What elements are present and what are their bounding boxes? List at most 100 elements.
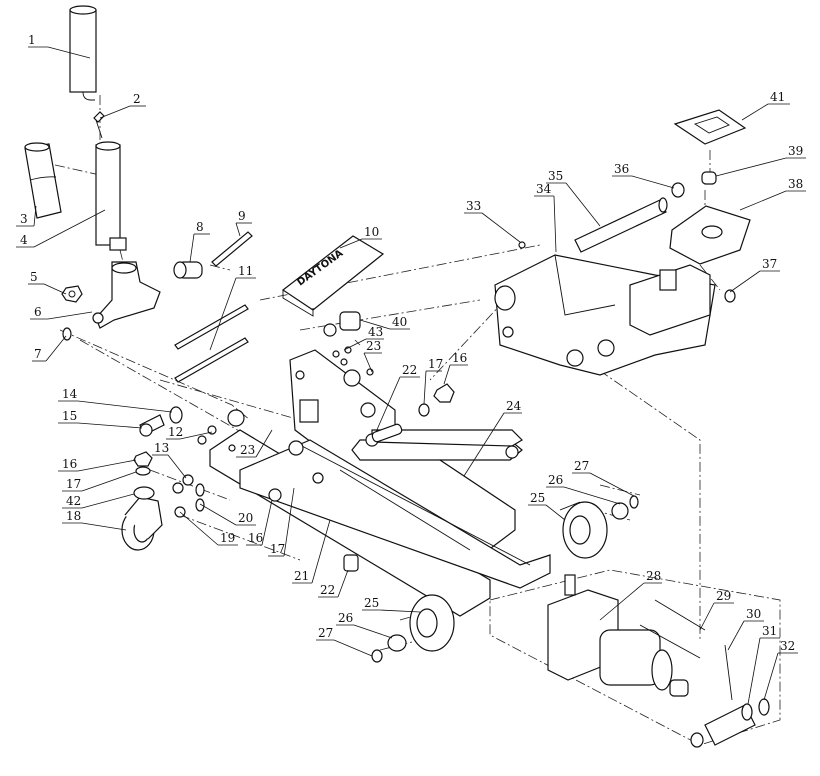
leader-line [261,499,273,546]
part-label-22: 22 [320,583,335,597]
part-label-12: 12 [168,425,183,439]
part-label-17: 17 [66,477,81,491]
leader-line [631,175,675,189]
part-label-29: 29 [716,589,731,603]
leader-line [179,431,213,440]
leader-line [423,370,427,405]
saddle-screw-39 [701,171,717,185]
part-label-42: 42 [66,494,81,508]
part-label-6: 6 [34,305,42,319]
leader-line [375,376,401,433]
leader-line [715,157,787,177]
handle-socket-yoke [92,261,161,329]
pin-22-upper [371,423,403,443]
leader-line [589,472,635,497]
leader-line [339,238,363,249]
leader-line [563,486,621,505]
part-label-28: 28 [646,569,661,583]
leader-line [235,222,241,237]
clip-27-upper [629,495,639,509]
part-label-31: 31 [762,624,777,638]
hydraulic-unit-28 [547,574,689,697]
washer-14 [169,406,183,424]
leader-line [337,569,349,598]
leader-line [47,46,91,59]
part-label-40: 40 [392,315,407,329]
part-label-25: 25 [530,491,545,505]
leader-line [379,609,421,613]
part-label-34: 34 [536,182,552,196]
part-label-10: 10 [364,225,379,239]
frame-body [209,349,551,617]
brand-plate-10: DAYTONA [281,235,385,317]
leader-line [463,412,505,477]
leader-line [443,364,451,385]
leader-line [363,352,373,373]
leader-line [333,639,373,657]
part-label-41: 41 [770,90,785,104]
handle-upper-tube [69,5,97,101]
leader-line [167,454,187,479]
leader-line [81,471,137,492]
pin-22-lower [343,554,359,572]
springs-29 [639,599,706,659]
leader-line [481,212,521,243]
leader-line [699,602,715,631]
handle-lower-tube [95,141,127,251]
leader-line [739,190,787,211]
pin-9 [211,231,253,267]
part-label-36: 36 [614,162,629,176]
part-label-3: 3 [20,212,28,226]
pin-30 [724,644,733,701]
part-label-17: 17 [428,357,443,371]
leader-lines [16,46,806,705]
leader-line [311,519,331,584]
leader-line [99,105,131,119]
part-label-39: 39 [788,144,803,158]
screws-12 [197,425,217,445]
caster-wheel-18 [121,496,163,551]
part-label-5: 5 [30,270,38,284]
leader-line [77,400,173,413]
part-label-9: 9 [238,209,246,223]
assembly-lines [54,95,781,746]
hex-nut-5 [61,285,83,303]
part-label-16: 16 [248,531,263,545]
leader-line [729,270,761,293]
rods-11 [174,304,249,383]
nut-16-left [133,451,153,467]
leader-line [343,338,367,351]
part-label-30: 30 [746,607,761,621]
leader-line [727,620,745,651]
part-label-16: 16 [62,457,77,471]
part-label-24: 24 [506,399,522,413]
leader-line [47,311,93,320]
washer-17-left [135,466,151,476]
nut-16-right [433,383,455,403]
part-label-26: 26 [548,473,563,487]
part-label-16: 16 [452,351,467,365]
leader-line [741,103,769,121]
clip-pump-left [690,732,704,748]
part-label-13: 13 [154,441,169,455]
part-label-33: 33 [466,199,481,213]
leader-line [553,195,557,253]
front-wheel-lower [409,594,455,652]
part-label-20: 20 [238,511,253,525]
part-label-7: 7 [34,347,42,361]
leader-line [747,637,761,705]
leader-line [81,522,127,531]
handle-grip-sleeve [24,142,62,219]
bearing-40 [323,311,361,337]
part-label-14: 14 [62,387,78,401]
leader-line [255,429,273,458]
part-label-1: 1 [28,33,36,47]
leader-line [359,319,391,330]
leader-line [189,233,195,263]
lift-arms-24 [351,429,523,461]
leader-line [199,503,237,526]
bolts-19 [172,474,194,518]
leader-line [565,182,601,227]
